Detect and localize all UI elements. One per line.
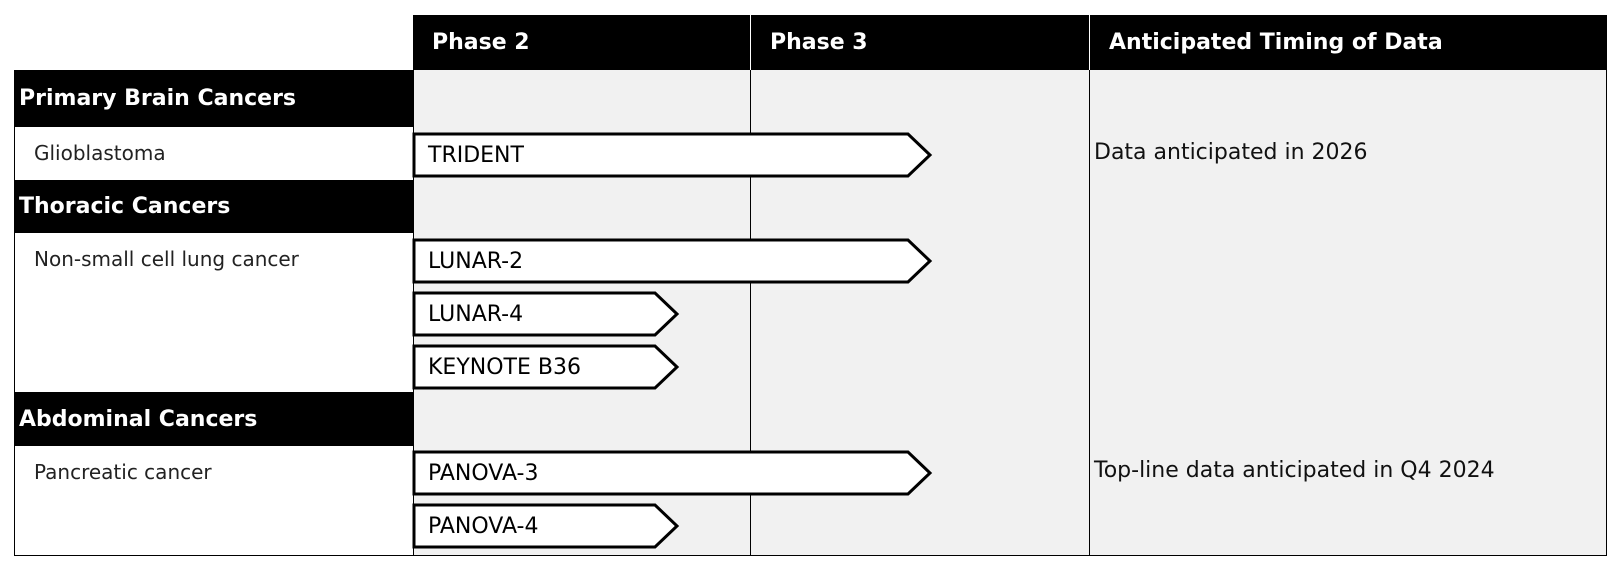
header-phase-3-label: Phase 3 (770, 30, 868, 55)
trial-label-lunar-2: LUNAR-2 (428, 248, 524, 274)
header-phase-2-label: Phase 2 (432, 30, 530, 55)
category-label: Primary Brain Cancers (19, 86, 297, 111)
header-timing-label: Anticipated Timing of Data (1109, 30, 1443, 55)
header-phase-3: Phase 3 (751, 15, 1090, 70)
trial-arrow-panova-4 (412, 503, 680, 549)
category-label: Thoracic Cancers (19, 194, 231, 219)
trial-arrow-lunar-4 (412, 291, 680, 337)
category-label: Abdominal Cancers (19, 406, 258, 432)
trial-arrow-lunar-2 (412, 238, 933, 284)
header-timing: Anticipated Timing of Data (1090, 15, 1607, 70)
header-divider (1089, 15, 1090, 70)
trial-label-keynote-b36: KEYNOTE B36 (428, 354, 581, 380)
category-thoracic-cancers: Thoracic Cancers (14, 180, 413, 233)
grid-line-left (413, 15, 414, 556)
trial-arrow-panova-3 (412, 450, 933, 496)
trial-label-panova-4: PANOVA-4 (428, 513, 539, 539)
category-primary-brain-cancers: Primary Brain Cancers (14, 70, 413, 127)
grid-line-phase-divider (750, 70, 751, 556)
indication-glioblastoma: Glioblastoma (34, 141, 166, 165)
grid-line-bottom (14, 555, 1607, 556)
trial-arrow-trident (412, 132, 933, 178)
trial-label-panova-3: PANOVA-3 (428, 460, 539, 486)
trial-label-lunar-4: LUNAR-4 (428, 301, 524, 327)
timing-panova-3: Top-line data anticipated in Q4 2024 (1094, 458, 1495, 483)
trial-label-trident: TRIDENT (428, 142, 524, 168)
category-abdominal-cancers: Abdominal Cancers (14, 392, 413, 446)
header-divider (750, 15, 751, 70)
grid-line-right (1606, 15, 1607, 556)
grid-line-timing-divider (1089, 70, 1090, 556)
timing-trident: Data anticipated in 2026 (1094, 140, 1368, 165)
indication-pancreatic: Pancreatic cancer (34, 460, 212, 484)
indication-nsclc: Non-small cell lung cancer (34, 247, 299, 271)
header-phase-2: Phase 2 (413, 15, 751, 70)
trial-arrow-keynote-b36 (412, 344, 680, 390)
